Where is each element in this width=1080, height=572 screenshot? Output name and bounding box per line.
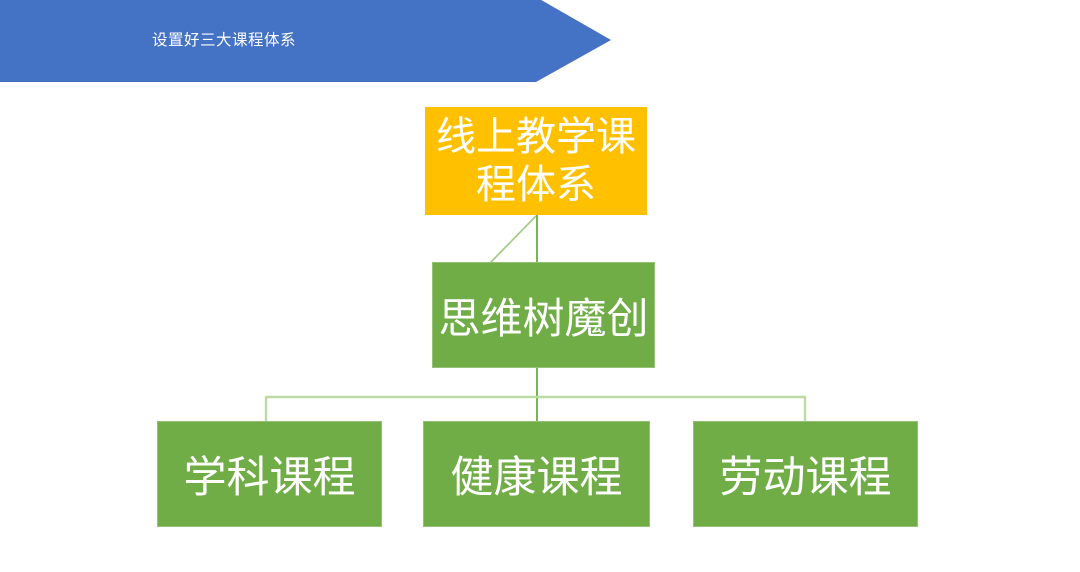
node-subject-courses: 学科课程	[157, 421, 382, 527]
banner-arrow-shape	[0, 0, 611, 82]
node-labor-courses: 劳动课程	[693, 421, 918, 527]
node-health-courses: 健康课程	[423, 421, 650, 527]
connector-root-mid-diagonal	[489, 215, 537, 264]
node-thinking-tree: 思维树魔创	[432, 262, 655, 368]
node-online-teaching-course-system: 线上教学课 程体系	[425, 107, 647, 215]
banner-title: 设置好三大课程体系	[152, 32, 297, 49]
